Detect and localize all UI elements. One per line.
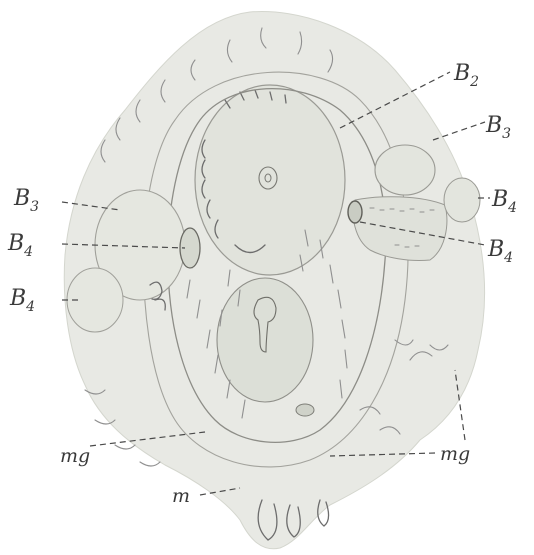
label-b3-right: B3: [485, 113, 511, 142]
label-b4-left-upper: B4: [7, 231, 33, 260]
label-b3-left: B3: [13, 186, 39, 215]
label-mg-right: mg: [440, 443, 470, 465]
label-mg-left: mg: [60, 445, 90, 467]
far-right-b4-bulge: [444, 178, 480, 222]
label-b4-left-lower: B4: [9, 286, 35, 315]
label-m: m: [172, 485, 190, 507]
label-b4-right: B4: [487, 237, 513, 266]
bottom-small-body: [296, 404, 314, 416]
right-b3-vesicle: [375, 145, 435, 195]
lower-vesicle: [217, 278, 313, 402]
right-b4-ring: [348, 201, 362, 223]
label-b2: B2: [453, 61, 479, 90]
label-b4-far-right: B4: [491, 187, 517, 216]
upper-vesicle: [195, 85, 345, 275]
